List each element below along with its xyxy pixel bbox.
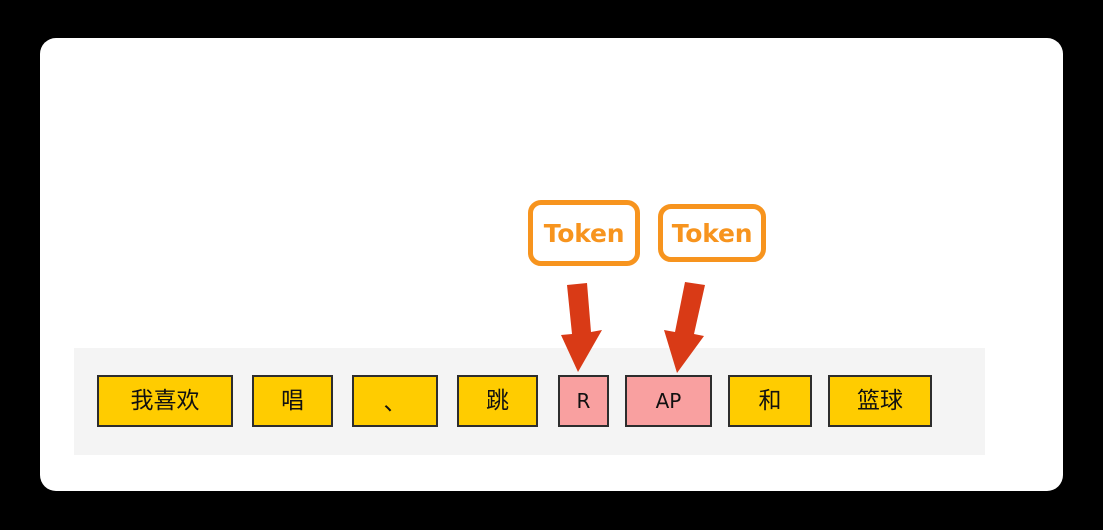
token-box-7[interactable]: 篮球 — [828, 375, 932, 427]
token-box-0[interactable]: 我喜欢 — [97, 375, 233, 427]
token-box-1[interactable]: 唱 — [252, 375, 333, 427]
token-box-5[interactable]: AP — [625, 375, 712, 427]
token-box-6[interactable]: 和 — [728, 375, 812, 427]
callout-token-left[interactable]: Token — [528, 200, 640, 266]
token-box-2[interactable]: 、 — [352, 375, 438, 427]
white-card: Token Token 我喜欢 唱 、 跳 R AP 和 篮球 — [40, 38, 1063, 491]
token-box-4[interactable]: R — [558, 375, 609, 427]
callout-token-right[interactable]: Token — [658, 204, 766, 262]
token-box-3[interactable]: 跳 — [457, 375, 538, 427]
